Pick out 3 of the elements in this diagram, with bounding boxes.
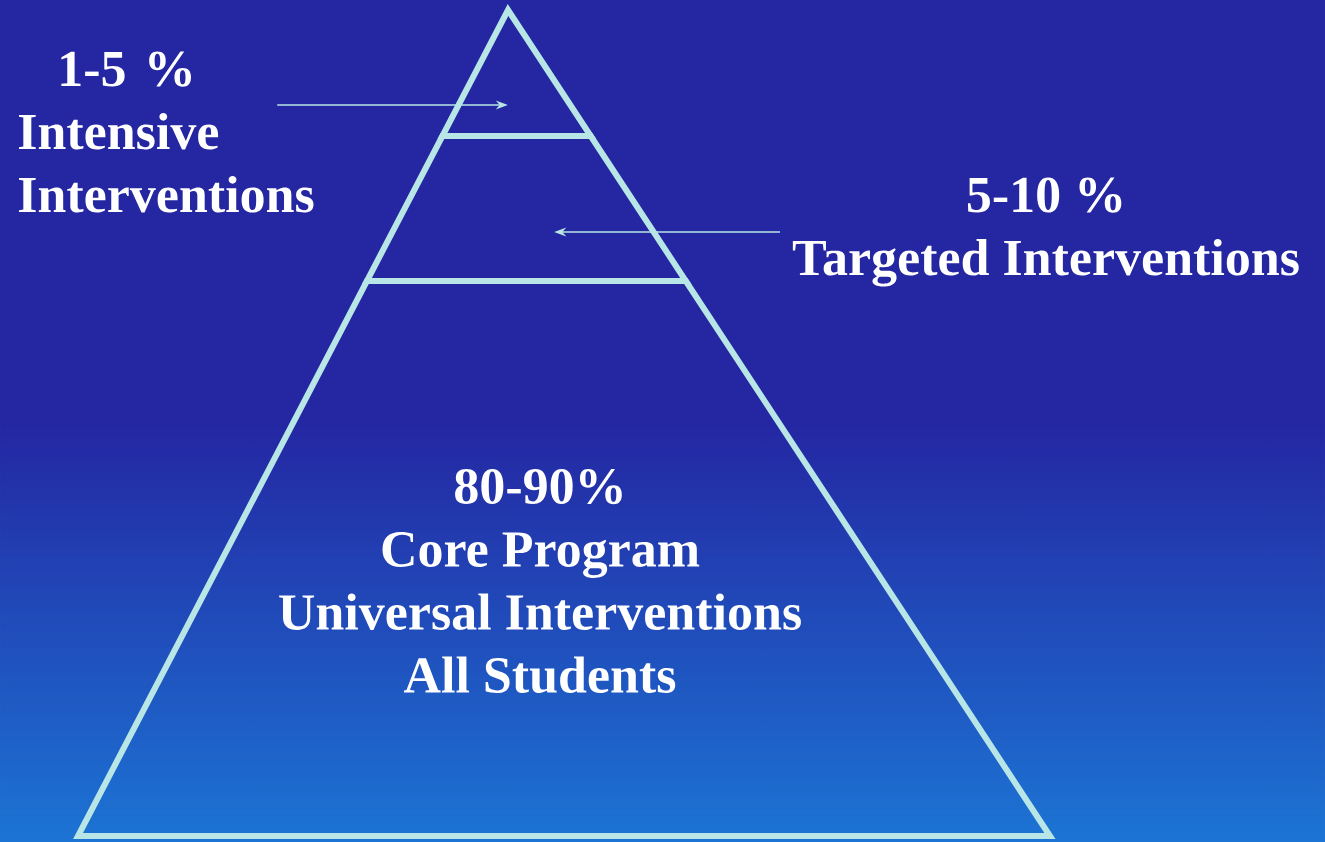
tier-label: 5-10 % Targeted Interventions xyxy=(792,177,1299,287)
tier-label: 1-5 % Intensive Interventions xyxy=(18,51,314,213)
tier-label: 80-90% Core Program Universal Interventions All Students xyxy=(279,468,801,694)
